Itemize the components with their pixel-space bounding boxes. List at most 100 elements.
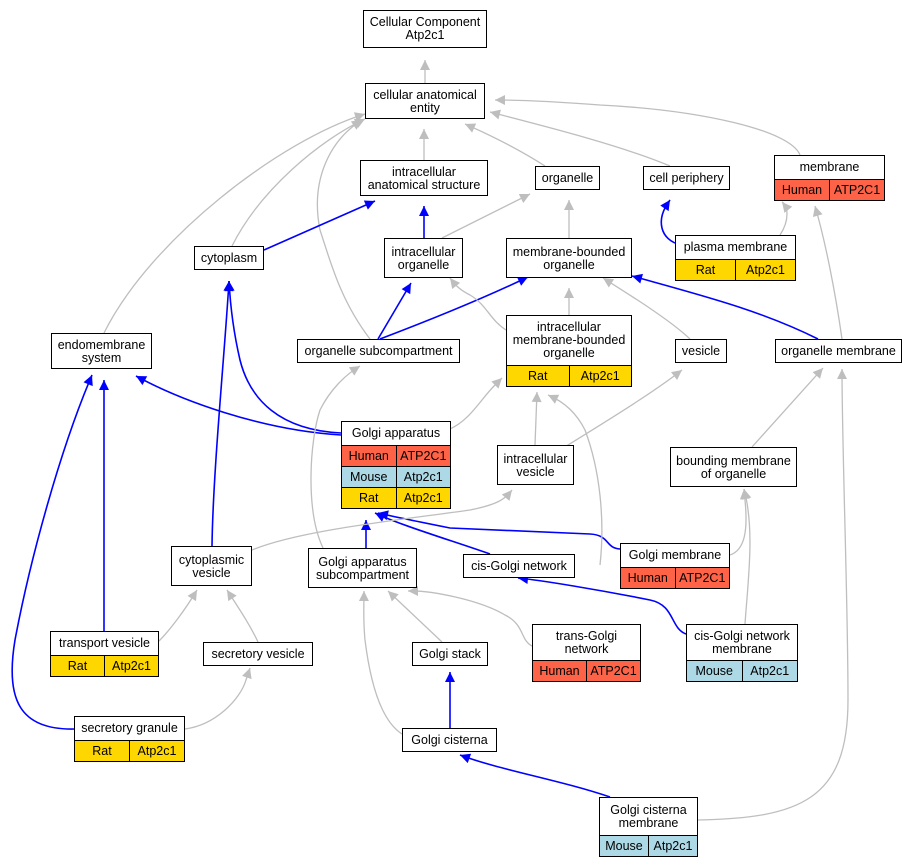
node-label: Golgi cisterna membrane [610,802,687,830]
node-label: intracellular organelle [391,244,456,272]
node-label: endomembrane system [57,337,146,365]
edge-stack-gas [387,590,443,643]
node-label: organelle [541,171,594,185]
node-cytoplasm[interactable]: cytoplasm [194,246,264,270]
edge-subcomp-cae [316,119,371,340]
node-label: cis-Golgi network [471,559,567,573]
edge-cyto_ves-cytoplasm-arrowhead [223,281,234,292]
node-label: Golgi membrane [628,548,722,562]
node-label: cis-Golgi network membrane [694,628,790,656]
edge-cist_mem-org_mem [697,368,849,821]
node-mbo[interactable]: membrane-bounded organelle [506,238,632,278]
edge-imbo-intra_org [449,277,507,331]
node-cisterna[interactable]: Golgi cisterna [402,728,497,752]
edge-vesicle-mbo [602,277,691,340]
edge-subcomp-intra_org-arrowhead [401,283,411,295]
node-cyto-ves[interactable]: cytoplasmic vesicle [171,546,252,586]
edge-subcomp-mbo-arrowhead [516,276,528,286]
gene-cell: ATP2C1 [395,446,450,466]
edge-cytoplasm-ias [263,200,376,251]
edge-trans-gas-arrowhead [408,585,419,596]
edge-org_mem-mbo [631,275,819,340]
node-endo[interactable]: endomembrane system [51,333,152,369]
edge-stack-gas-arrowhead [388,591,399,602]
edge-cis-imbo-arrowhead [548,394,560,404]
edge-cist_mem-cisterna-arrowhead [460,753,472,764]
edge-subcomp-cae-arrowhead [350,120,362,130]
node-organelle[interactable]: organelle [535,166,600,190]
node-org-mem[interactable]: organelle membrane [775,339,902,363]
species-cell: Mouse [600,836,648,856]
edge-ias-cae-arrowhead [419,129,429,139]
node-imbo[interactable]: intracellular membrane-bounded organelle… [506,315,632,387]
node-label: cytoplasmic vesicle [178,552,245,580]
gene-cell: Atp2c1 [741,661,797,681]
species-cell: Rat [75,741,129,761]
species-cell: Mouse [687,661,742,681]
node-label: vesicle [681,344,721,358]
node-cis[interactable]: cis-Golgi network [463,554,575,578]
edge-periphery-cae-arrowhead [490,109,501,120]
node-intra-org[interactable]: intracellular organelle [384,238,463,278]
gene-cell: ATP2C1 [586,661,640,681]
edge-cis_mem-bmo [743,488,751,625]
gene-cell: Atp2c1 [129,741,184,761]
node-gas[interactable]: Golgi apparatus subcompartment [308,548,417,588]
edge-bmo-org_mem [751,367,824,448]
gene-cell: Atp2c1 [104,656,158,676]
edge-membrane-cae-arrowhead [495,95,506,106]
node-cae[interactable]: cellular anatomical entity [365,83,485,119]
edge-gas-subcomp-arrowhead [348,366,360,376]
edge-cis_mem-cis [517,577,687,635]
edge-plasma-membrane-arrowhead [782,202,793,213]
edge-cae-root-arrowhead [420,60,430,70]
node-label: Cellular Component Atp2c1 [369,14,481,42]
edge-cisterna-stack-arrowhead [445,672,455,682]
edge-cis-golgi-arrowhead [375,512,387,522]
node-periphery[interactable]: cell periphery [643,166,730,190]
edge-cis-golgi [374,512,491,555]
node-bmo[interactable]: bounding membrane of organelle [670,447,797,487]
edge-golgi-endo [135,375,342,436]
node-stack[interactable]: Golgi stack [412,642,488,666]
edge-gas-golgi-arrowhead [361,520,371,530]
node-root[interactable]: Cellular Component Atp2c1 [363,10,487,48]
edge-bmo-org_mem-arrowhead [812,368,823,379]
edge-transport-cyto_ves-arrowhead [187,590,197,602]
species-cell: Human [342,446,396,466]
edge-org_mem-membrane-arrowhead [812,206,823,217]
node-ias[interactable]: intracellular anatomical structure [360,160,488,196]
edge-cisterna-gas-arrowhead [358,591,369,602]
node-iv[interactable]: intracellular vesicle [497,445,574,485]
edge-cis-imbo [547,394,603,566]
edge-subcomp-mbo [379,276,529,340]
edge-layer [11,60,849,821]
edge-cist_mem-cisterna [459,754,611,798]
edge-granule-endo [11,374,93,730]
edge-intra_org-organelle-arrowhead [518,194,530,203]
edge-org_mem-mbo-arrowhead [632,273,643,284]
node-label: Golgi apparatus subcompartment [315,554,410,582]
gene-cell: ATP2C1 [674,568,729,588]
edge-cist_mem-org_mem-arrowhead [837,369,848,380]
node-vesicle[interactable]: vesicle [675,339,727,363]
edge-periphery-cae [489,111,671,167]
edge-golgi-imbo [449,377,503,430]
node-secretory[interactable]: secretory vesicle [203,642,313,666]
node-label: bounding membrane of organelle [676,453,791,481]
node-subcomp[interactable]: organelle subcompartment [297,339,460,363]
